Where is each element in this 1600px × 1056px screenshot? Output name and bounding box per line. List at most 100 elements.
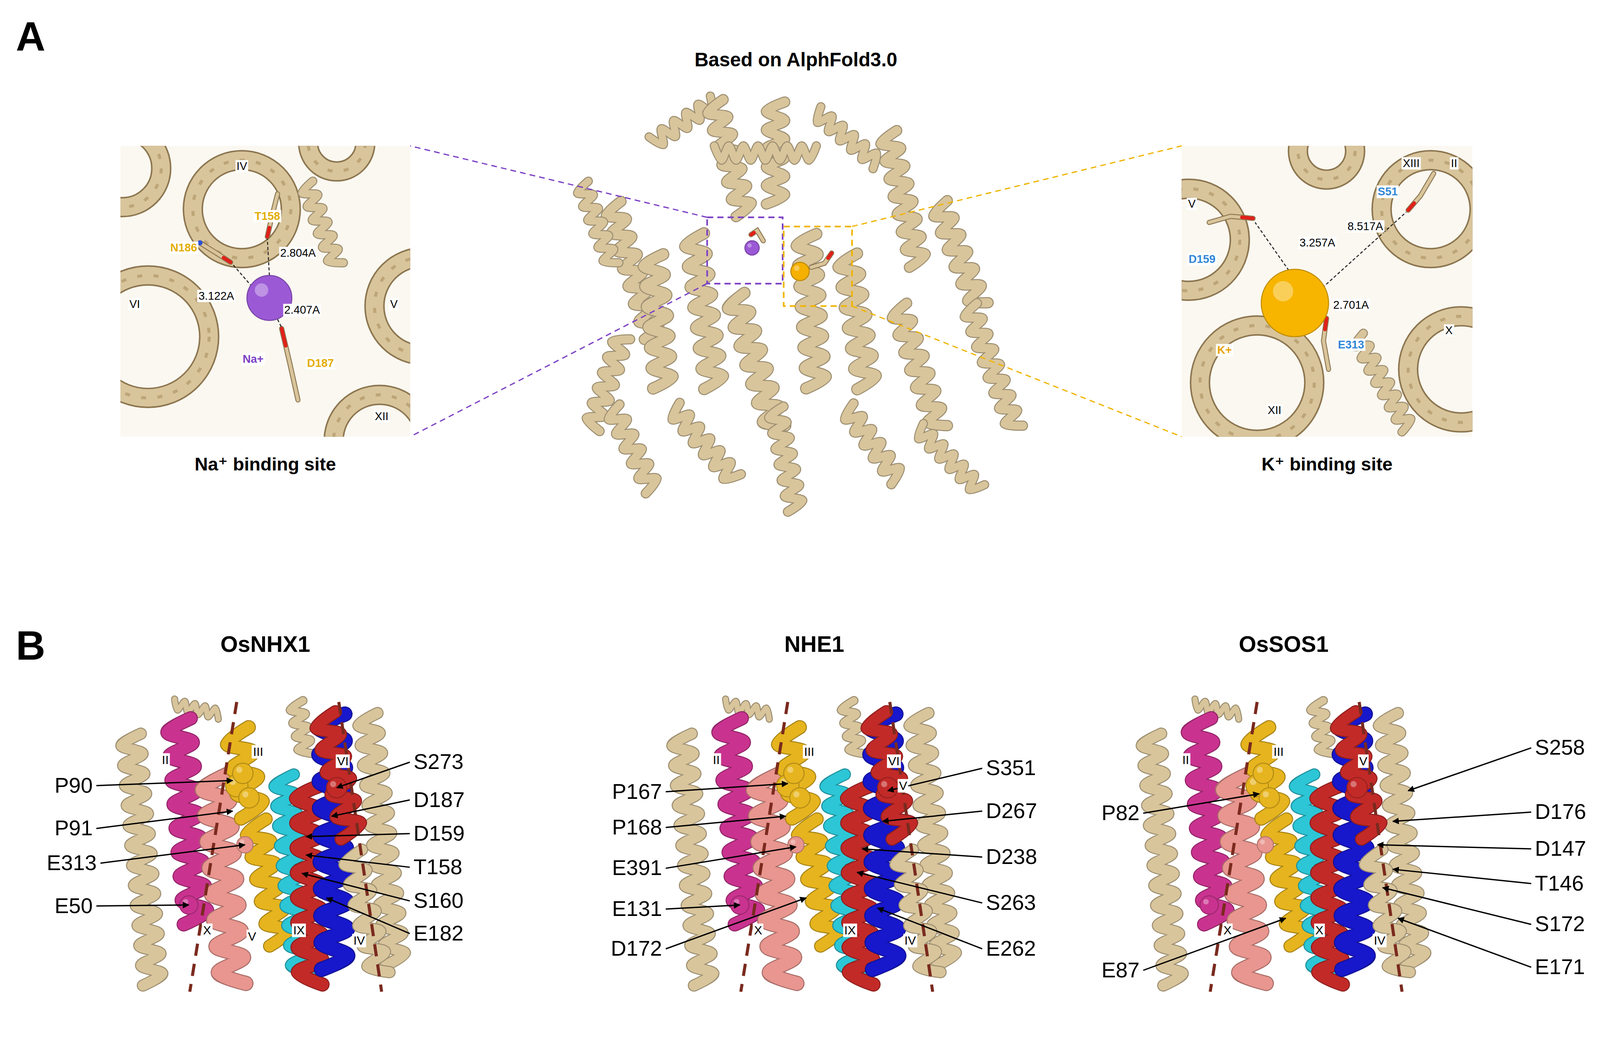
helix-number: V bbox=[389, 297, 399, 311]
helix-end-outline bbox=[333, 394, 411, 437]
oxygen-atom bbox=[828, 253, 832, 258]
helix-texture bbox=[1199, 325, 1315, 437]
leader-line bbox=[1377, 844, 1532, 849]
helix-ribbon bbox=[649, 96, 713, 145]
helix-number: X bbox=[1314, 923, 1325, 938]
zoom-panel bbox=[120, 145, 411, 437]
residue-label: E391 bbox=[610, 856, 664, 881]
panel-title: NHE1 bbox=[781, 630, 847, 659]
leader-line bbox=[882, 811, 983, 822]
helix-outline bbox=[226, 727, 263, 819]
helix-ribbon bbox=[714, 145, 817, 161]
sodium-ion-shine bbox=[747, 243, 752, 248]
residue-stick-outline bbox=[811, 253, 832, 268]
leader-line bbox=[665, 898, 807, 950]
helix-number: VI bbox=[887, 754, 901, 768]
helix-outline bbox=[1364, 849, 1410, 973]
helix-ribbon bbox=[933, 200, 989, 304]
residue-sphere-shine bbox=[242, 791, 249, 798]
membrane-axis bbox=[740, 701, 788, 992]
oxygen-atom bbox=[1324, 318, 1327, 330]
leader-line bbox=[665, 905, 741, 910]
helix-outline bbox=[844, 403, 901, 485]
helix-texture bbox=[192, 160, 291, 258]
residue-sphere bbox=[787, 836, 805, 854]
membrane-axis bbox=[1359, 701, 1403, 992]
leader-line bbox=[96, 905, 189, 906]
panel-letter: A bbox=[14, 14, 47, 60]
residue-label: E87 bbox=[1100, 958, 1141, 983]
helix-number: III bbox=[802, 745, 816, 759]
helix-ribbon bbox=[672, 402, 741, 480]
residue-stick bbox=[1323, 318, 1329, 370]
helix-end-on bbox=[1381, 160, 1473, 258]
helix-end-on bbox=[307, 145, 366, 172]
structure-panel: NHE1 bbox=[661, 630, 968, 1019]
leader-line bbox=[96, 780, 233, 786]
helix-outline bbox=[838, 253, 876, 390]
residue-label: D176 bbox=[1533, 800, 1588, 825]
helix-ribbon bbox=[643, 254, 673, 389]
helix-ribbon bbox=[895, 849, 941, 973]
helix-number: VI bbox=[128, 297, 142, 311]
distance-label: 8.517A bbox=[1346, 220, 1385, 233]
leader-line bbox=[665, 846, 797, 869]
helix-end-outline bbox=[1408, 316, 1473, 423]
helix-ribbon bbox=[844, 403, 901, 485]
ion-label: K+ bbox=[1215, 343, 1234, 357]
helix-texture bbox=[1297, 145, 1356, 180]
helix-outline bbox=[672, 402, 741, 480]
leader-line bbox=[1408, 747, 1532, 791]
helix-outline bbox=[1222, 774, 1267, 984]
helix-texture bbox=[1181, 188, 1240, 291]
residue-label: D159 bbox=[1187, 253, 1217, 266]
helix-number: IX bbox=[842, 923, 857, 938]
helix-end-outline bbox=[1199, 325, 1315, 437]
leader-line bbox=[306, 855, 410, 868]
residue-sphere-shine bbox=[1256, 767, 1263, 774]
helix-ribbon bbox=[1222, 774, 1267, 984]
helix-ribbon bbox=[202, 774, 247, 984]
panel-title: Na⁺ binding site bbox=[192, 452, 339, 476]
helix-outline bbox=[1336, 711, 1381, 840]
residue-sphere-shine bbox=[790, 839, 796, 845]
residue-stick bbox=[751, 230, 764, 241]
helix-number: IX bbox=[291, 923, 306, 938]
residue-sphere bbox=[1257, 836, 1274, 854]
helix-end-outline bbox=[192, 160, 291, 258]
structure-panel: OsSOS1 bbox=[1130, 630, 1438, 1019]
helix-outline bbox=[778, 727, 814, 819]
helix-outline bbox=[796, 233, 826, 389]
helix-outline bbox=[880, 130, 926, 268]
leader-line bbox=[665, 783, 788, 793]
helix-number: III bbox=[251, 745, 265, 759]
residue-sphere-shine bbox=[239, 839, 245, 845]
residue-label: D172 bbox=[609, 937, 664, 962]
helix-number: X bbox=[1222, 923, 1234, 938]
helix-outline bbox=[577, 181, 619, 263]
zoom-box bbox=[783, 226, 853, 306]
sodium-ion-shine bbox=[254, 283, 269, 297]
residue-sphere-shine bbox=[1262, 791, 1269, 798]
residue-stick-outline bbox=[1323, 318, 1329, 370]
residue-label: E171 bbox=[1533, 955, 1587, 980]
helix-ribbon bbox=[1336, 711, 1381, 840]
leader-line bbox=[1143, 794, 1260, 814]
helix-outline bbox=[344, 849, 390, 973]
residue-stick-outline bbox=[751, 230, 764, 241]
helix-outline bbox=[649, 96, 713, 145]
potassium-ion-shine bbox=[1273, 281, 1294, 302]
residue-label: S160 bbox=[412, 889, 465, 913]
residue-label: T158 bbox=[253, 210, 282, 223]
helix-end-on bbox=[333, 394, 411, 437]
leader-line bbox=[857, 872, 983, 903]
distance-label: 2.804A bbox=[278, 246, 317, 260]
residue-label: E262 bbox=[984, 937, 1037, 962]
helix-number: II bbox=[160, 753, 170, 768]
leader-line bbox=[100, 844, 245, 864]
oxygen-atom bbox=[1241, 217, 1253, 219]
residue-label: T146 bbox=[1533, 871, 1585, 896]
residue-stick-outline bbox=[281, 328, 299, 400]
leader-line bbox=[877, 908, 983, 950]
